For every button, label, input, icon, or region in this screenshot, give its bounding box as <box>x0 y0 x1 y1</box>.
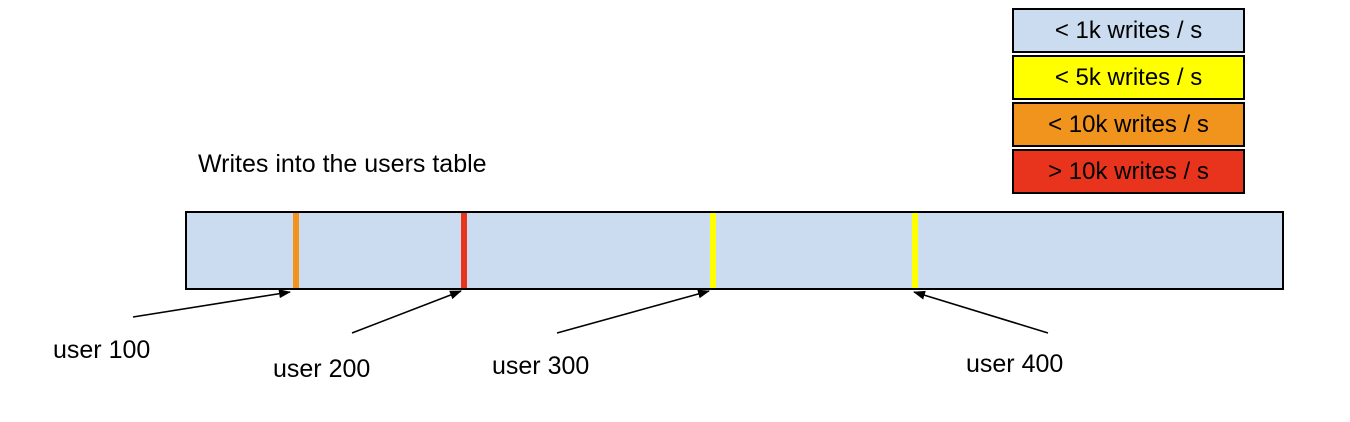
legend-item-label: < 10k writes / s <box>1048 110 1209 138</box>
legend-item-gt-10k: > 10k writes / s <box>1012 149 1245 194</box>
users-table-keyspace-bar <box>185 211 1284 290</box>
legend-item-label: < 1k writes / s <box>1054 16 1203 44</box>
hotspot-stripe-user-200 <box>461 213 467 288</box>
arrow-user-300 <box>556 289 710 334</box>
legend-item-label: > 10k writes / s <box>1048 157 1209 185</box>
arrow-user-400 <box>913 290 1049 334</box>
arrow-user-200 <box>351 290 462 334</box>
hotspot-stripe-user-300 <box>710 213 716 288</box>
label-user-400: user 400 <box>966 350 1064 378</box>
label-user-100: user 100 <box>53 336 151 364</box>
legend-item-lt-5k: < 5k writes / s <box>1012 55 1245 100</box>
hotspot-stripe-user-100 <box>293 213 299 288</box>
hotspot-stripe-user-400 <box>912 213 918 288</box>
diagram-title: Writes into the users table <box>198 150 487 178</box>
legend-item-label: < 5k writes / s <box>1054 63 1203 91</box>
legend: < 1k writes / s < 5k writes / s < 10k wr… <box>1012 8 1245 194</box>
legend-item-lt-10k: < 10k writes / s <box>1012 102 1245 147</box>
label-user-200: user 200 <box>273 355 371 383</box>
label-user-300: user 300 <box>492 352 590 380</box>
legend-item-lt-1k: < 1k writes / s <box>1012 8 1245 53</box>
arrow-user-100 <box>132 289 291 318</box>
